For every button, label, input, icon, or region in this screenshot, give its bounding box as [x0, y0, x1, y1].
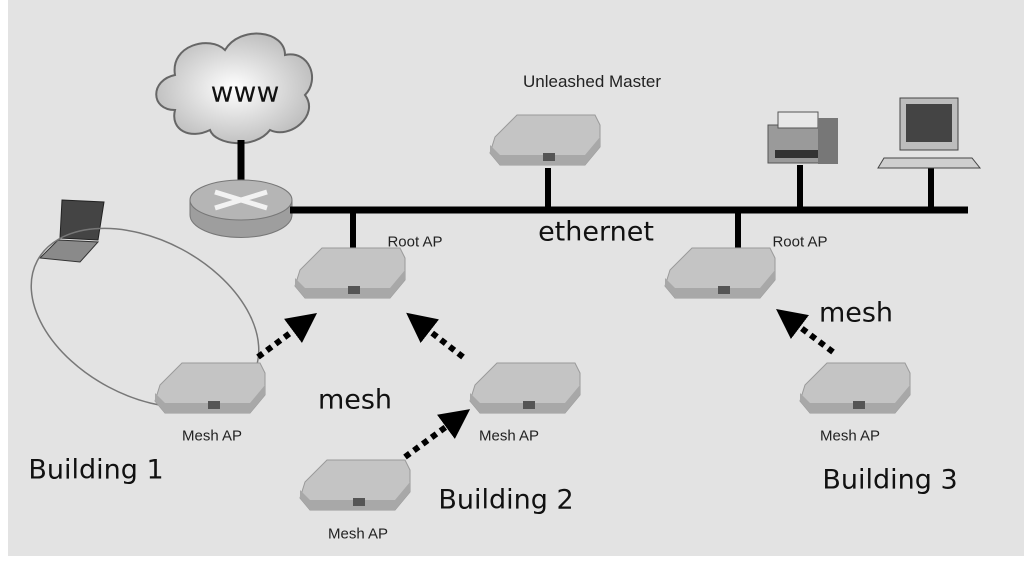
printer-icon: [767, 111, 838, 164]
bus-drops: [350, 165, 934, 248]
mesh-ap-b2-lower-label: Mesh AP: [327, 525, 389, 543]
mesh-label-left: mesh: [317, 384, 393, 416]
ethernet-label: ethernet: [538, 216, 654, 248]
building-2-label: Building 2: [438, 484, 574, 516]
building-3-label: Building 3: [822, 464, 958, 496]
mesh-ap-b1-label: Mesh AP: [181, 427, 243, 445]
mesh-arrow-b3: [776, 308, 835, 355]
mesh-arrow-b1: [256, 313, 318, 360]
building-1-label: Building 1: [28, 454, 164, 486]
cloud-label: www: [210, 75, 280, 109]
mesh-ap-b2-upper-label: Mesh AP: [478, 427, 540, 445]
router-icon: [189, 179, 293, 238]
mesh-ap-b3-label: Mesh AP: [819, 427, 881, 445]
mesh-label-right: mesh: [818, 297, 894, 329]
laptop-icon: [38, 199, 105, 263]
computer-icon: [877, 97, 982, 169]
root-ap-left-label: Root AP: [387, 233, 443, 251]
master-label: Unleashed Master: [523, 72, 661, 91]
cloud-icon: [155, 32, 314, 145]
mesh-arrow-b2-upper: [406, 312, 465, 360]
root-ap-right-label: Root AP: [772, 233, 828, 251]
